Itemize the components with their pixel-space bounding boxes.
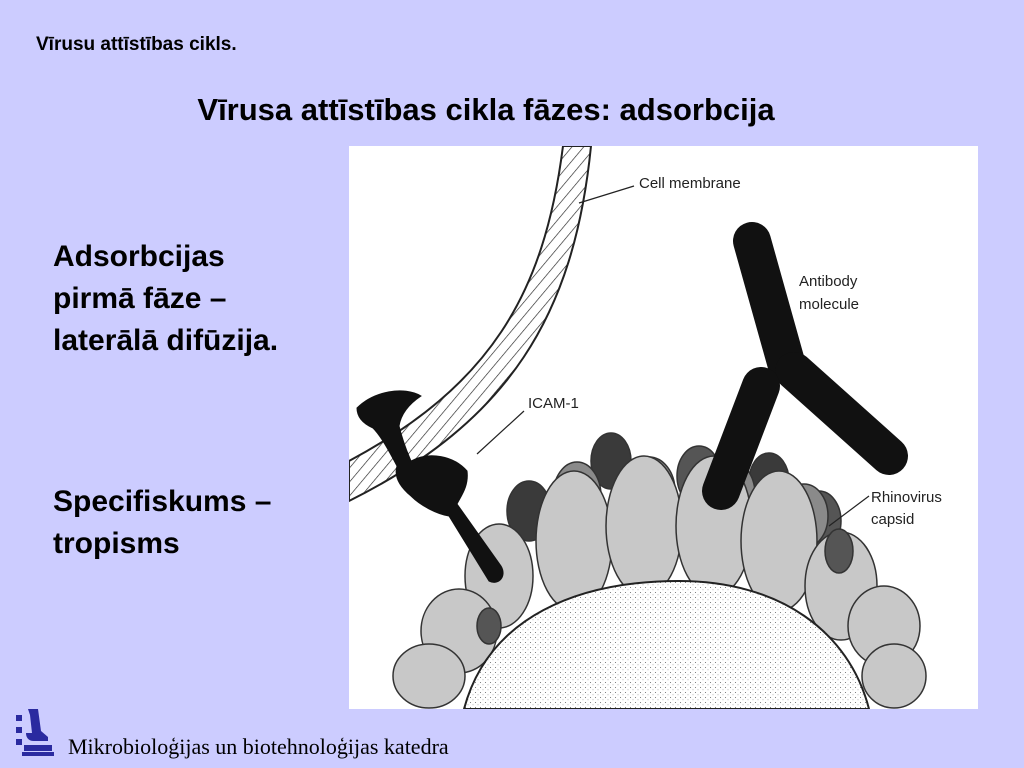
cell-membrane-label: Cell membrane xyxy=(639,175,741,192)
rhinovirus-label-line2: capsid xyxy=(871,511,914,528)
bullet-text-1: Adsorbcijas pirmā fāze – laterālā difūzi… xyxy=(53,240,279,357)
microscope-icon xyxy=(14,705,54,765)
bullet-text-2: Specifiskums – tropisms xyxy=(53,485,272,560)
slide-title: Vīrusa attīstības cikla fāzes: adsorbcij… xyxy=(197,92,775,127)
footer-department: Mikrobioloģijas un biotehnoloģijas kated… xyxy=(68,734,449,759)
antibody-label-line1: Antibody xyxy=(799,273,858,290)
slide-subtitle: Vīrusu attīstības cikls. xyxy=(36,34,237,55)
icam-label: ICAM-1 xyxy=(528,395,579,412)
antibody-molecule xyxy=(702,222,908,510)
capsid-core xyxy=(462,579,871,709)
cell-membrane xyxy=(349,146,593,503)
rhinovirus-label-line1: Rhinovirus xyxy=(871,489,942,506)
rhinovirus-adsorption-figure: Cell membrane Antibody molecule ICAM-1 R… xyxy=(349,146,978,709)
icam-1-receptor xyxy=(356,390,504,583)
figure-leader-lines xyxy=(476,185,870,527)
antibody-label-line2: molecule xyxy=(799,296,859,313)
